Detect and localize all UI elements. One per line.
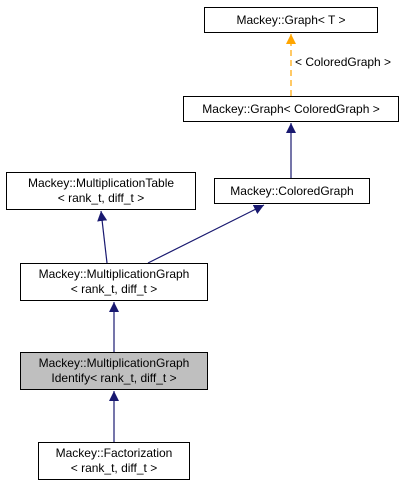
node-multiplication-graph-identify-line-2: Identify< rank_t, diff_t > (51, 371, 177, 385)
node-multiplication-table-line-2: < rank_t, diff_t > (57, 191, 145, 205)
node-graph-t[interactable]: Mackey::Graph< T > (204, 7, 378, 33)
node-multiplication-graph[interactable]: Mackey::MultiplicationGraph < rank_t, di… (20, 263, 208, 301)
node-graph-t-line-1: Mackey::Graph< T > (236, 12, 346, 27)
node-multiplication-table-line-1: Mackey::MultiplicationTable (27, 176, 175, 190)
node-factorization-line-2: < rank_t, diff_t > (70, 461, 158, 475)
node-graph-colored-graph-line-1: Mackey::Graph< ColoredGraph > (202, 101, 380, 116)
node-multiplication-graph-identify[interactable]: Mackey::MultiplicationGraph Identify< ra… (20, 352, 208, 390)
edge-label-colored-graph-template: < ColoredGraph > (295, 55, 392, 69)
node-graph-colored-graph[interactable]: Mackey::Graph< ColoredGraph > (183, 96, 399, 122)
edge-multiplication-graph-to-colored-graph (147, 204, 265, 264)
node-colored-graph-line-1: Mackey::ColoredGraph (230, 183, 354, 198)
node-colored-graph[interactable]: Mackey::ColoredGraph (214, 178, 370, 204)
node-multiplication-table[interactable]: Mackey::MultiplicationTable < rank_t, di… (6, 172, 196, 210)
node-multiplication-graph-line-2: < rank_t, diff_t > (70, 282, 158, 296)
node-factorization[interactable]: Mackey::Factorization < rank_t, diff_t > (38, 442, 190, 480)
node-factorization-line-1: Mackey::Factorization (55, 446, 173, 460)
edge-multiplication-graph-to-multiplication-table (97, 210, 108, 264)
node-multiplication-graph-line-1: Mackey::MultiplicationGraph (38, 267, 190, 281)
node-multiplication-graph-identify-line-1: Mackey::MultiplicationGraph (38, 356, 190, 370)
